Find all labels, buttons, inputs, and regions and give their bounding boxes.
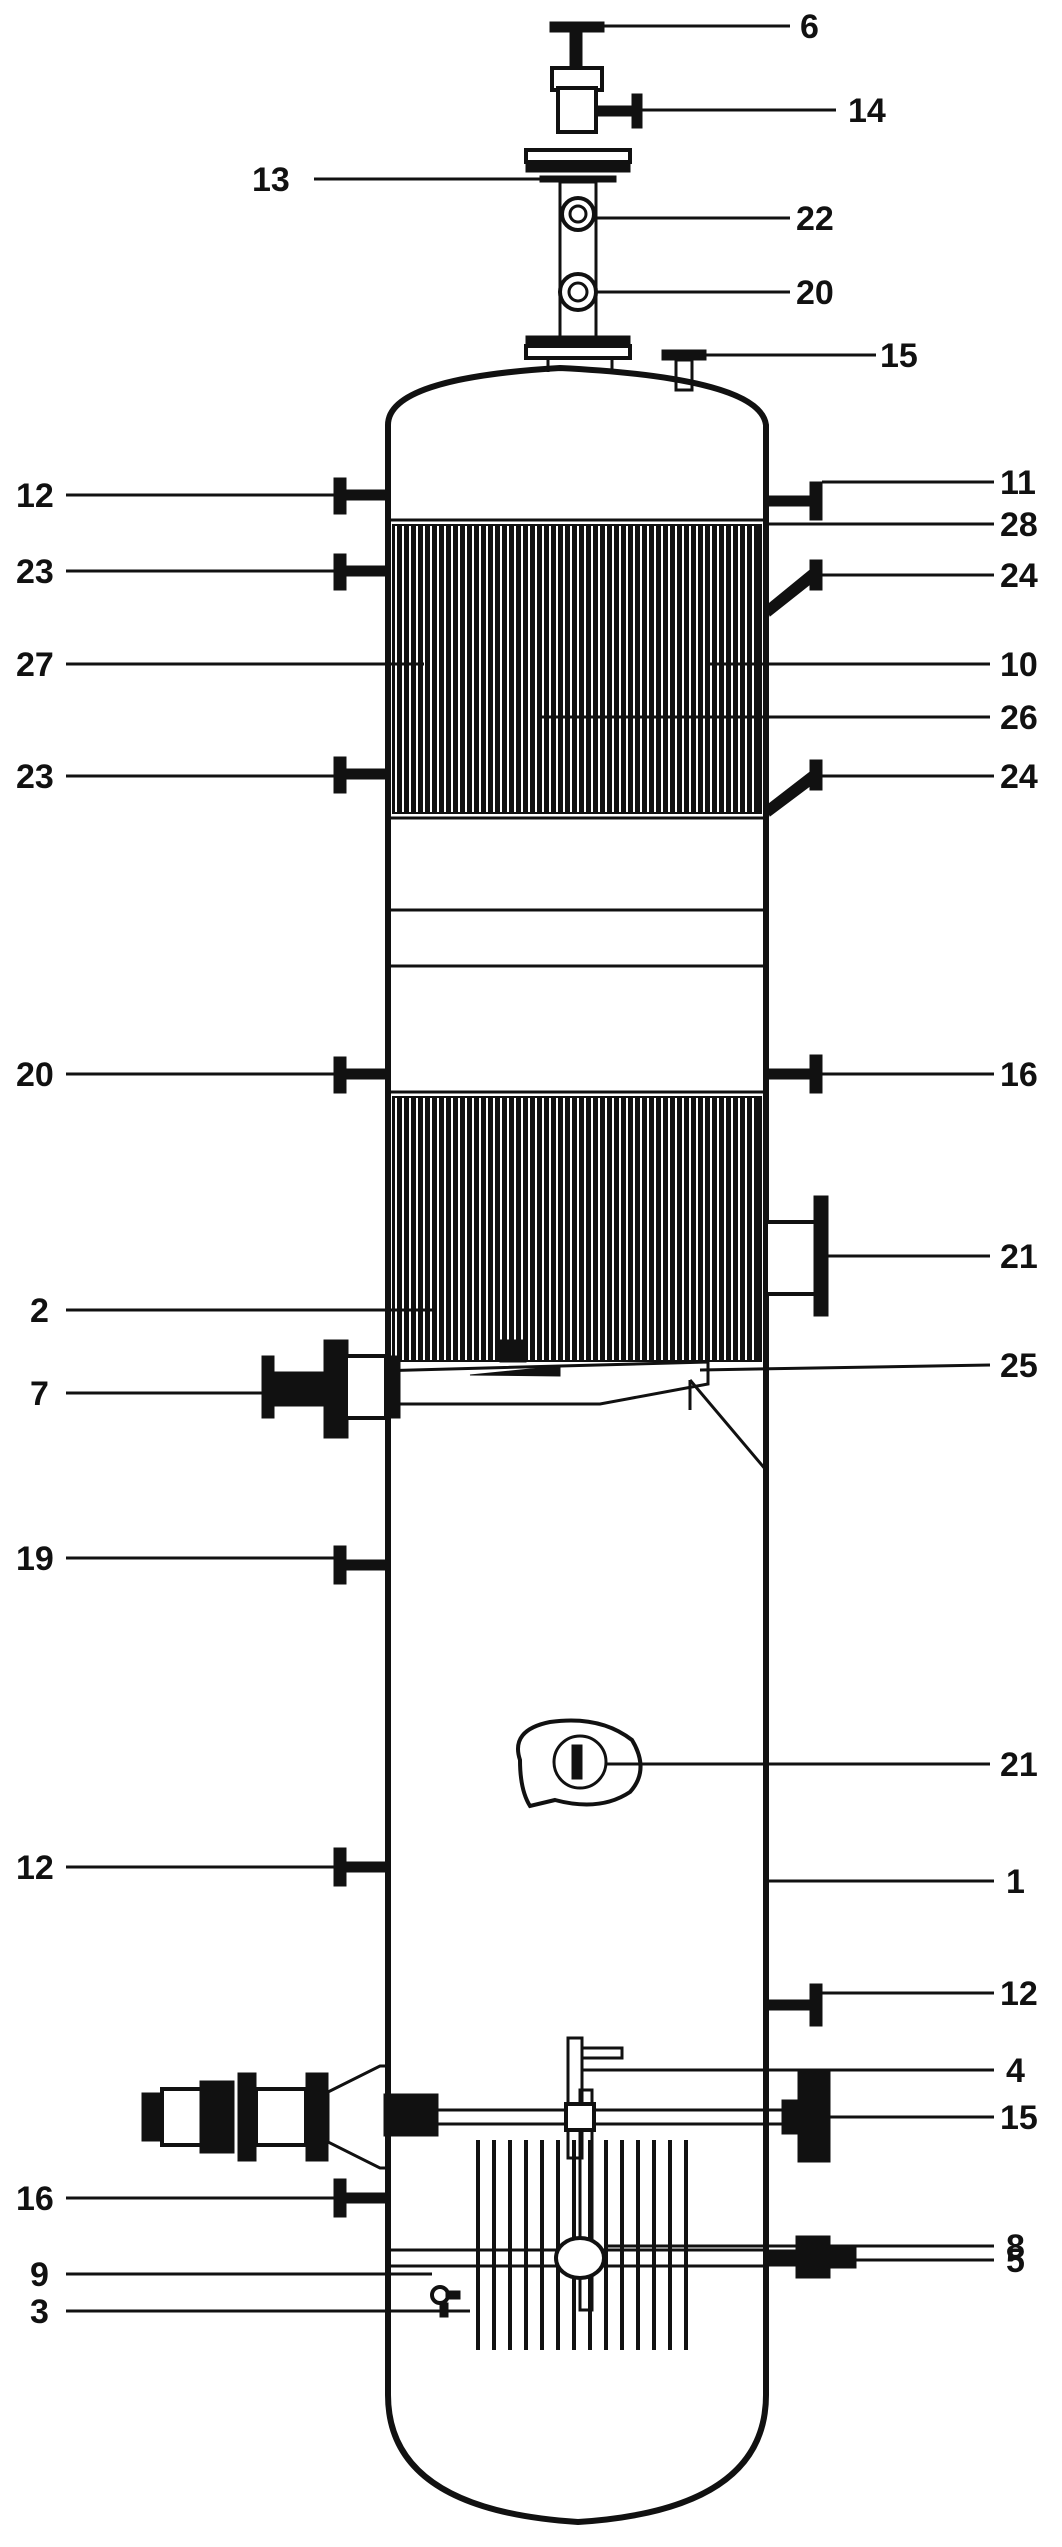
nozzle-23-lower	[333, 756, 389, 794]
label-28: 28	[1000, 506, 1038, 544]
nozzle-21-upper	[764, 1195, 829, 1317]
label-16-left: 16	[16, 2180, 54, 2218]
label-22: 22	[796, 200, 834, 238]
lower-tube-bundle	[392, 1096, 762, 1363]
label-2: 2	[30, 1292, 49, 1330]
label-25: 25	[1000, 1347, 1038, 1385]
label-14: 14	[848, 92, 886, 130]
label-26: 26	[1000, 699, 1038, 737]
label-6: 6	[800, 8, 819, 46]
label-21-upper: 21	[1000, 1238, 1038, 1276]
upper-tube-bundle	[388, 518, 766, 820]
label-23-lower: 23	[16, 758, 54, 796]
part-labels: 6 14 13 22 20 15 12 11 28 23 24 27 10 26…	[16, 8, 1038, 2331]
label-15-bottom: 15	[1000, 2099, 1038, 2137]
label-3: 3	[30, 2293, 49, 2331]
label-24-upper: 24	[1000, 557, 1038, 595]
label-20-left: 20	[16, 1056, 54, 1094]
label-4: 4	[1006, 2052, 1025, 2090]
label-13: 13	[252, 161, 290, 199]
separator-assembly	[261, 1339, 768, 1471]
top-valve-assembly	[524, 21, 707, 392]
label-24-lower: 24	[1000, 758, 1038, 796]
nozzle-23-upper	[333, 553, 389, 591]
leader-lines	[66, 24, 994, 2313]
label-15-top: 15	[880, 337, 918, 375]
nozzle-12-right	[765, 1983, 823, 2027]
label-1: 1	[1006, 1863, 1025, 1901]
nozzle-24-upper	[765, 559, 823, 617]
label-10: 10	[1000, 646, 1038, 684]
label-20-top: 20	[796, 274, 834, 312]
label-16-right: 16	[1000, 1056, 1038, 1094]
label-7: 7	[30, 1375, 49, 1413]
nozzle-16-right	[765, 1054, 823, 1094]
nozzle-11	[765, 481, 823, 521]
label-11: 11	[1000, 464, 1036, 502]
nozzle-16-left	[333, 2178, 389, 2218]
lower-assembly	[141, 2036, 857, 2350]
label-5: 5	[1006, 2242, 1025, 2280]
label-12-left-mid: 12	[16, 1849, 54, 1887]
nozzle-24-lower	[765, 759, 823, 817]
label-21-lower: 21	[1000, 1746, 1038, 1784]
nozzle-20-left	[333, 1056, 389, 1094]
label-8: 8	[1006, 2228, 1025, 2266]
label-27: 27	[16, 646, 54, 684]
nozzle-19	[333, 1545, 389, 1585]
label-19: 19	[16, 1540, 54, 1578]
label-12-left-top: 12	[16, 477, 54, 515]
nozzle-12-left-mid	[333, 1847, 389, 1887]
manhole-21	[516, 1718, 643, 1809]
label-12-right: 12	[1000, 1975, 1038, 2013]
label-9: 9	[30, 2256, 49, 2294]
nozzle-12-left-top	[333, 477, 389, 515]
side-nozzles	[333, 477, 829, 2218]
label-23-upper: 23	[16, 553, 54, 591]
middle-plates	[388, 908, 766, 1094]
